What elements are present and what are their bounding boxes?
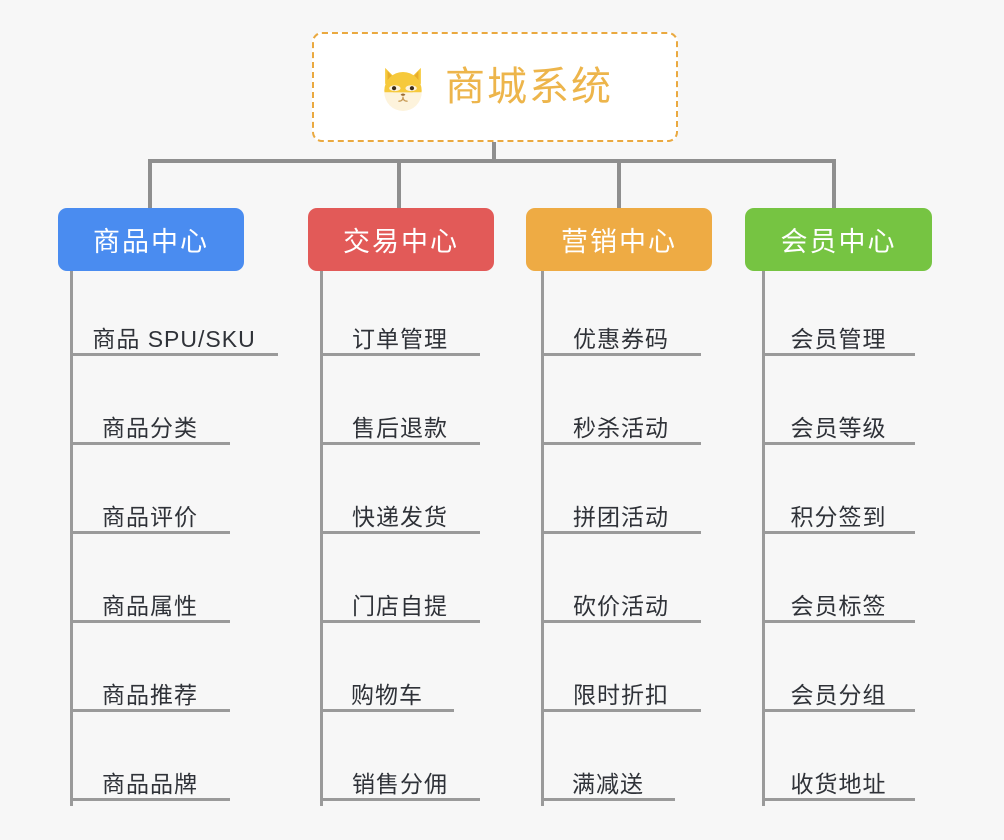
connector-drop-1: [148, 159, 152, 208]
leaf-label-2-5: 购物车: [351, 681, 423, 708]
leaf-item-4-6[interactable]: 收货地址: [762, 751, 915, 801]
leaf-item-4-5[interactable]: 会员分组: [762, 662, 915, 712]
leaf-item-2-6[interactable]: 销售分佣: [320, 751, 480, 801]
leaf-label-4-6: 收货地址: [790, 770, 887, 797]
connector-root-stem: [492, 142, 496, 163]
leaf-label-1-5: 商品推荐: [102, 681, 198, 708]
leaf-label-4-2: 会员等级: [790, 414, 887, 441]
leaf-label-2-6: 销售分佣: [352, 770, 448, 797]
leaf-item-4-3[interactable]: 积分签到: [762, 484, 915, 534]
leaf-item-1-5[interactable]: 商品推荐: [70, 662, 230, 712]
leaf-item-2-2[interactable]: 售后退款: [320, 395, 480, 445]
connector-bus: [148, 159, 836, 163]
leaf-label-2-1: 订单管理: [352, 325, 448, 352]
leaf-item-1-2[interactable]: 商品分类: [70, 395, 230, 445]
leaf-label-1-4: 商品属性: [102, 592, 198, 619]
leaf-label-4-3: 积分签到: [790, 503, 887, 530]
branch-rail-2: [320, 271, 323, 806]
leaf-label-2-4: 门店自提: [352, 592, 448, 619]
connector-drop-2: [397, 159, 401, 208]
category-label-3: 营销中心: [561, 227, 677, 257]
leaf-label-1-6: 商品品牌: [102, 770, 198, 797]
leaf-item-1-6[interactable]: 商品品牌: [70, 751, 230, 801]
leaf-item-4-4[interactable]: 会员标签: [762, 573, 915, 623]
leaf-label-3-4: 砍价活动: [573, 592, 669, 619]
branch-rail-4: [762, 271, 765, 806]
leaf-item-2-5[interactable]: 购物车: [320, 662, 454, 712]
leaf-item-1-3[interactable]: 商品评价: [70, 484, 230, 534]
category-label-2: 交易中心: [343, 227, 459, 257]
leaf-item-1-1[interactable]: 商品 SPU/SKU: [70, 306, 278, 356]
leaf-label-2-3: 快递发货: [352, 503, 448, 530]
leaf-label-2-2: 售后退款: [352, 414, 448, 441]
leaf-label-1-1: 商品 SPU/SKU: [92, 325, 256, 352]
leaf-label-3-1: 优惠券码: [573, 325, 669, 352]
leaf-item-4-1[interactable]: 会员管理: [762, 306, 915, 356]
leaf-label-3-3: 拼团活动: [573, 503, 669, 530]
category-box-3[interactable]: 营销中心: [526, 208, 712, 271]
leaf-label-3-6: 满减送: [572, 770, 644, 797]
leaf-label-3-5: 限时折扣: [573, 681, 669, 708]
root-title: 商城系统: [445, 65, 613, 109]
leaf-label-1-3: 商品评价: [102, 503, 198, 530]
category-box-4[interactable]: 会员中心: [745, 208, 932, 271]
leaf-item-3-6[interactable]: 满减送: [541, 751, 675, 801]
connector-drop-4: [832, 159, 836, 208]
branch-rail-3: [541, 271, 544, 806]
category-label-1: 商品中心: [93, 227, 209, 257]
leaf-item-2-4[interactable]: 门店自提: [320, 573, 480, 623]
leaf-item-1-4[interactable]: 商品属性: [70, 573, 230, 623]
root-node[interactable]: 商城系统: [312, 32, 678, 142]
leaf-item-3-5[interactable]: 限时折扣: [541, 662, 701, 712]
leaf-label-1-2: 商品分类: [102, 414, 198, 441]
leaf-item-3-4[interactable]: 砍价活动: [541, 573, 701, 623]
leaf-label-4-1: 会员管理: [790, 325, 887, 352]
branch-rail-1: [70, 271, 73, 806]
leaf-item-2-3[interactable]: 快递发货: [320, 484, 480, 534]
shiba-dog-face-icon: [377, 63, 429, 115]
leaf-item-4-2[interactable]: 会员等级: [762, 395, 915, 445]
leaf-label-4-5: 会员分组: [790, 681, 887, 708]
category-box-1[interactable]: 商品中心: [58, 208, 244, 271]
leaf-item-2-1[interactable]: 订单管理: [320, 306, 480, 356]
leaf-item-3-1[interactable]: 优惠券码: [541, 306, 701, 356]
leaf-item-3-2[interactable]: 秒杀活动: [541, 395, 701, 445]
connector-drop-3: [617, 159, 621, 208]
leaf-item-3-3[interactable]: 拼团活动: [541, 484, 701, 534]
category-label-4: 会员中心: [780, 227, 897, 257]
leaf-label-4-4: 会员标签: [790, 592, 887, 619]
category-box-2[interactable]: 交易中心: [308, 208, 494, 271]
leaf-label-3-2: 秒杀活动: [573, 414, 669, 441]
